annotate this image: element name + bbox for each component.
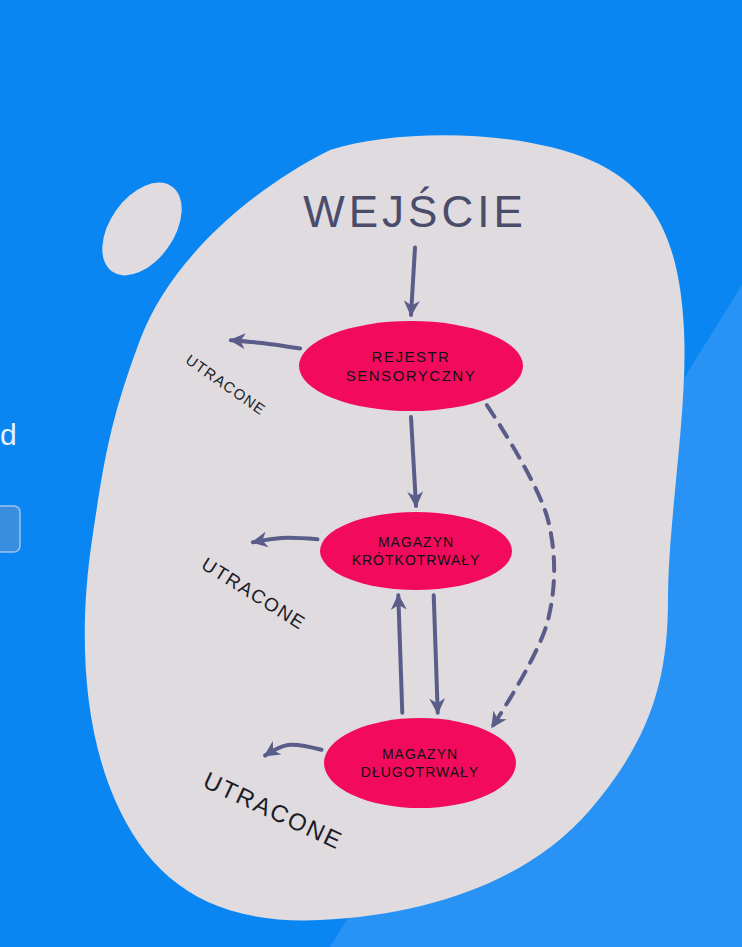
flow-word: UTRACONE (198, 765, 348, 857)
flow-word: WEJŚCIE (303, 183, 527, 240)
store-ellipse (319, 511, 513, 591)
flow-arrow (265, 745, 321, 756)
flow-label: UTRACONE (192, 548, 315, 639)
store-ellipse (323, 717, 517, 809)
flow-arrow (411, 248, 415, 315)
flow-arrow (231, 340, 300, 348)
store-ellipse-fill (320, 512, 512, 590)
flow-word: UTRACONE (182, 350, 270, 420)
cut-button (0, 506, 20, 552)
memory-store: REJESTR SENSORYCZNY (298, 320, 524, 412)
memory-store: MAGAZYN KRÓTKOTRWAŁY (319, 511, 513, 591)
store-ellipse-fill (299, 321, 523, 411)
store-ellipse (298, 320, 524, 412)
flow-arrow (253, 538, 317, 542)
flow-arrow (434, 595, 438, 712)
flow-word: UTRACONE (196, 552, 310, 636)
store-name: MAGAZYN KRÓTKOTRWAŁY (352, 533, 481, 569)
page-fragment-text: d (0, 418, 17, 452)
flow-label: WEJŚCIE (299, 181, 531, 242)
store-name: REJESTR SENSORYCZNY (346, 347, 476, 386)
store-ellipse-fill (324, 718, 516, 808)
memory-blob (85, 135, 685, 920)
memory-store: MAGAZYN DŁUGOTRWAŁY (323, 717, 517, 809)
flow-arrow (411, 417, 416, 506)
flow-arrow (398, 595, 402, 712)
flow-label: UTRACONE (178, 346, 275, 424)
store-name: MAGAZYN DŁUGOTRWAŁY (361, 745, 479, 781)
